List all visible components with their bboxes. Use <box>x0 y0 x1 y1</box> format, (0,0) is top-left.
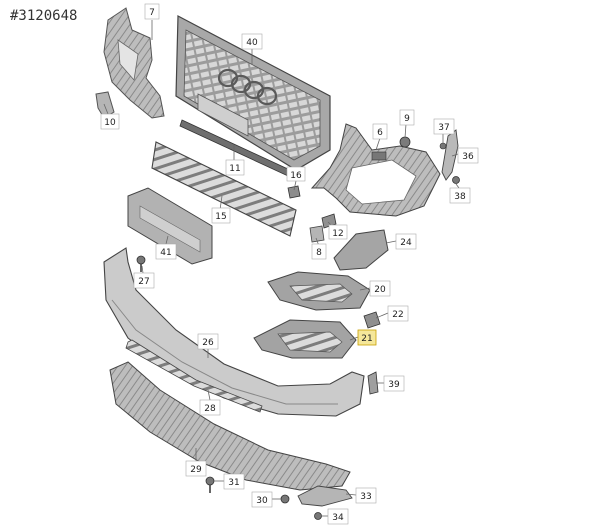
svg-text:6: 6 <box>377 128 383 138</box>
label-38: 38 <box>449 187 471 204</box>
svg-text:8: 8 <box>316 248 322 258</box>
label-21-highlighted: 21 <box>357 329 377 346</box>
label-11: 11 <box>225 159 245 176</box>
label-29: 29 <box>185 460 207 477</box>
label-36: 36 <box>457 147 479 164</box>
label-27: 27 <box>133 272 155 289</box>
svg-text:41: 41 <box>160 248 171 258</box>
svg-text:12: 12 <box>332 229 343 239</box>
svg-text:33: 33 <box>360 492 371 502</box>
svg-text:20: 20 <box>374 285 386 295</box>
label-6: 6 <box>372 123 388 140</box>
svg-text:31: 31 <box>228 478 239 488</box>
label-39: 39 <box>383 375 405 392</box>
label-16: 16 <box>286 166 306 182</box>
label-20: 20 <box>369 280 391 297</box>
part-7-left-bracket <box>103 7 165 119</box>
label-33: 33 <box>355 487 377 504</box>
part-20-upper-trim <box>267 271 371 311</box>
part-27-bolt <box>136 255 146 272</box>
part-29-underbody-guard <box>109 361 351 491</box>
svg-text:22: 22 <box>392 310 403 320</box>
label-28: 28 <box>199 399 221 416</box>
svg-text:7: 7 <box>149 8 155 18</box>
label-22: 22 <box>387 305 409 322</box>
label-10: 10 <box>100 113 120 130</box>
label-40: 40 <box>241 33 263 50</box>
svg-text:21: 21 <box>361 334 372 344</box>
label-26: 26 <box>197 333 219 350</box>
part-40-radiator-grille <box>175 15 331 171</box>
part-9-clip <box>399 136 411 148</box>
label-34: 34 <box>327 508 349 525</box>
svg-text:39: 39 <box>388 380 400 390</box>
svg-text:29: 29 <box>190 465 202 475</box>
svg-text:34: 34 <box>332 513 344 523</box>
leader-lines <box>103 20 460 517</box>
part-8-clip <box>309 225 325 243</box>
part-12-clip <box>321 213 337 229</box>
part-39-clip <box>367 371 379 395</box>
svg-text:15: 15 <box>215 212 226 222</box>
part-6-side-bracket <box>310 123 441 217</box>
svg-text:10: 10 <box>104 118 116 128</box>
part-labels: 7 40 10 9 6 37 36 11 16 38 15 12 8 24 41… <box>100 3 479 525</box>
svg-text:30: 30 <box>256 496 268 506</box>
part-24-cover <box>333 229 389 271</box>
svg-text:26: 26 <box>202 338 214 348</box>
svg-text:9: 9 <box>404 114 410 124</box>
svg-text:37: 37 <box>438 123 449 133</box>
part-28-spoiler-strip <box>125 339 263 413</box>
svg-text:27: 27 <box>138 277 149 287</box>
label-12: 12 <box>328 224 348 240</box>
part-34-screw <box>314 512 322 520</box>
svg-text:24: 24 <box>400 238 412 248</box>
label-9: 9 <box>399 109 415 126</box>
svg-text:36: 36 <box>462 152 474 162</box>
part-21-lower-trim <box>253 319 357 359</box>
part-22-clip <box>363 311 381 329</box>
part-33-bracket <box>297 485 353 507</box>
label-7: 7 <box>144 3 160 20</box>
svg-text:40: 40 <box>246 38 258 48</box>
part-41-plate-bracket <box>127 187 213 265</box>
svg-text:16: 16 <box>290 171 302 181</box>
label-15: 15 <box>211 207 231 224</box>
part-31-bolt <box>205 476 215 493</box>
part-38-bolt <box>452 176 460 184</box>
svg-text:11: 11 <box>229 164 240 174</box>
label-37: 37 <box>433 118 455 135</box>
highlight-box <box>357 329 377 346</box>
svg-text:38: 38 <box>454 192 466 202</box>
label-31: 31 <box>223 473 245 490</box>
label-30: 30 <box>251 491 273 508</box>
label-24: 24 <box>395 233 417 250</box>
part-15-lower-grille <box>151 141 297 237</box>
part-36-37-bracket <box>439 129 459 181</box>
part-30-nut <box>280 494 290 504</box>
svg-text:28: 28 <box>204 404 216 414</box>
label-41: 41 <box>155 243 177 260</box>
reference-number: #3120648 <box>10 8 77 24</box>
label-8: 8 <box>311 243 327 260</box>
